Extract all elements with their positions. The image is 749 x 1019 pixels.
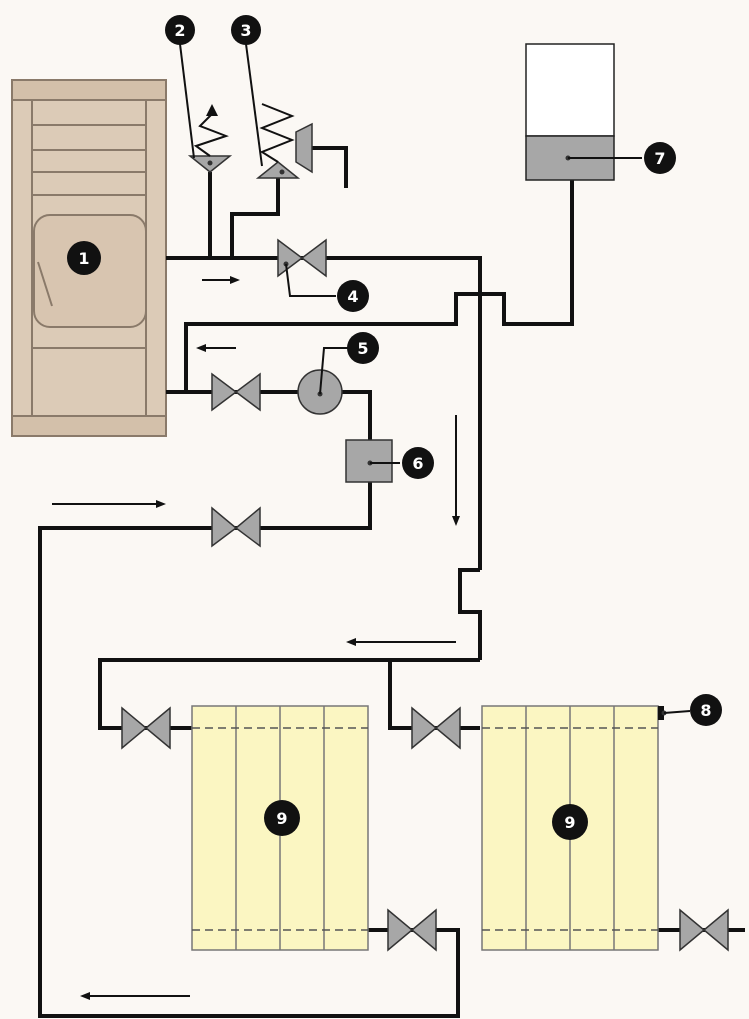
svg-text:7: 7 (654, 149, 665, 168)
gate-valve-icon (211, 506, 261, 548)
pipes (38, 146, 745, 1018)
gate-valve-icon (387, 908, 437, 952)
relief-valve-3 (255, 103, 313, 179)
flow-arrow-icon (196, 344, 236, 352)
gate-valve-icon (679, 908, 729, 952)
gate-valve-icon (211, 372, 261, 412)
svg-text:8: 8 (700, 701, 711, 720)
svg-text:9: 9 (564, 813, 575, 832)
svg-text:3: 3 (240, 21, 251, 40)
relief-valve-2 (187, 104, 233, 173)
gate-valve-icon (277, 238, 336, 297)
svg-text:6: 6 (412, 454, 423, 473)
expansion-tank (525, 43, 642, 181)
gate-valve-icon (411, 706, 461, 750)
flow-arrow-icon (202, 276, 240, 284)
flow-arrow-icon (52, 500, 166, 508)
circulation-pump-icon (297, 347, 348, 415)
flow-arrow-icon (80, 992, 190, 1000)
callout-5: 5 (347, 332, 379, 364)
air-vent (658, 706, 691, 720)
svg-text:5: 5 (357, 339, 368, 358)
callout-9-right: 9 (552, 804, 588, 840)
callout-7: 7 (644, 142, 676, 174)
svg-text:9: 9 (276, 809, 287, 828)
flow-arrow-icon (346, 638, 456, 646)
callout-4: 4 (337, 280, 369, 312)
callout-1: 1 (67, 241, 101, 275)
svg-text:4: 4 (347, 287, 358, 306)
callout-8: 8 (690, 694, 722, 726)
callout-6: 6 (402, 447, 434, 479)
callout-2: 2 (165, 15, 195, 159)
callout-9-left: 9 (264, 800, 300, 836)
callout-3: 3 (231, 15, 263, 167)
flow-arrows (52, 276, 460, 1000)
svg-text:1: 1 (78, 249, 89, 268)
filter (345, 439, 400, 483)
svg-text:2: 2 (174, 21, 185, 40)
gate-valve-icon (121, 706, 171, 750)
flow-arrow-icon (452, 415, 460, 526)
